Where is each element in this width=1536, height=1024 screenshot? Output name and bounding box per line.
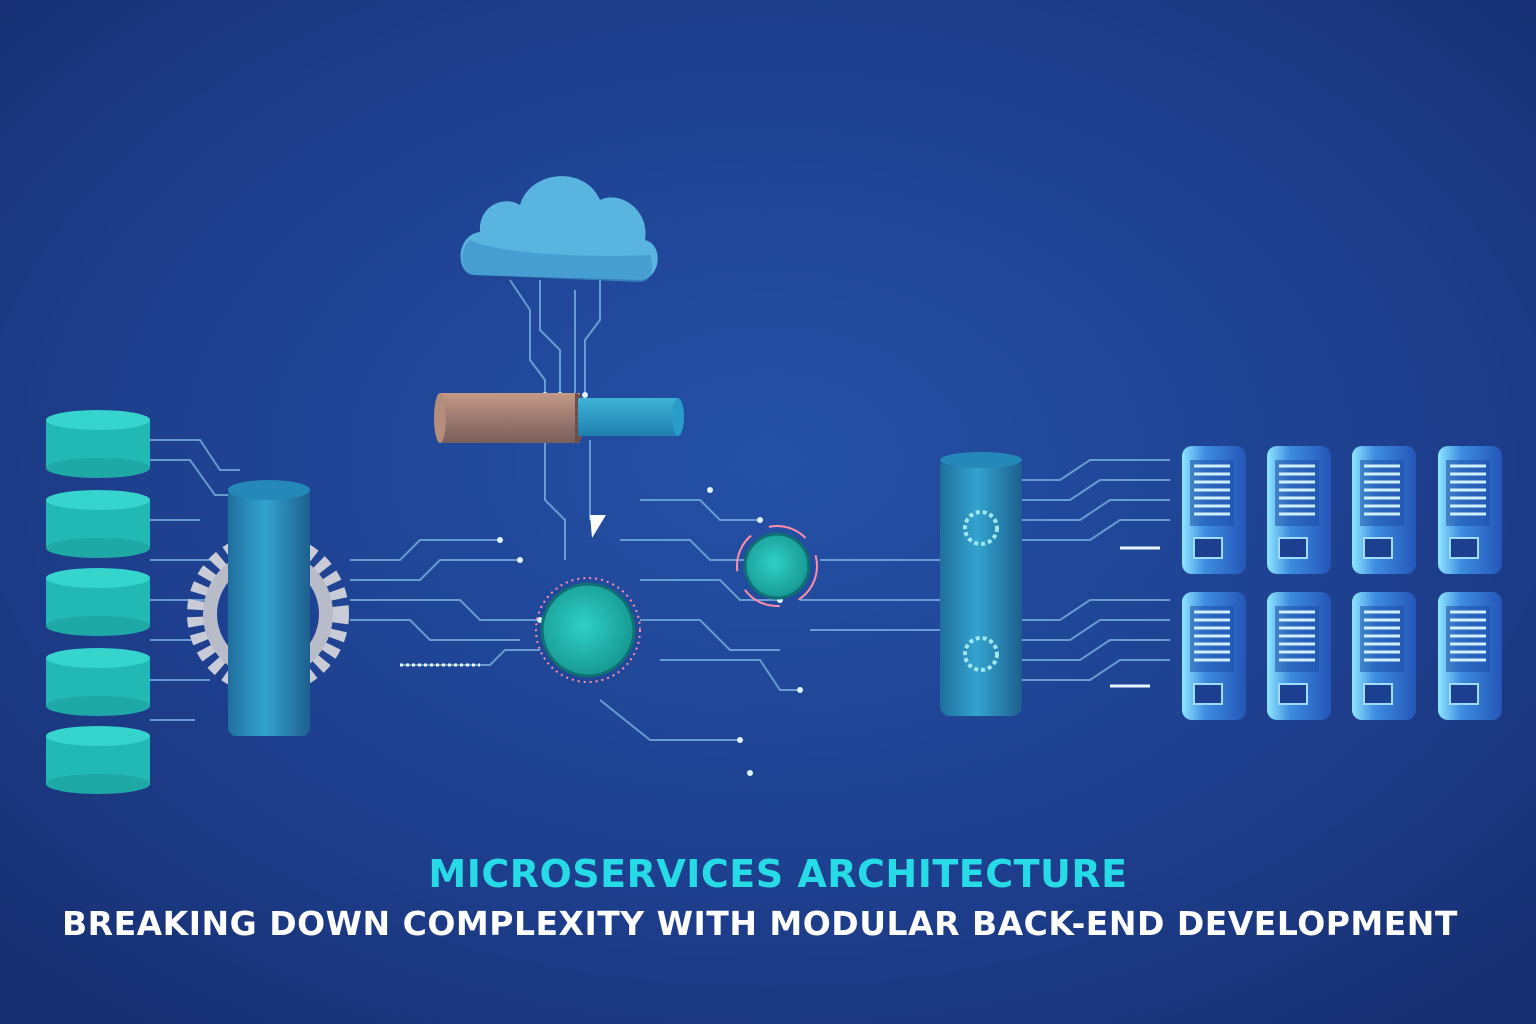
page-title: MICROSERVICES ARCHITECTURE bbox=[428, 852, 1128, 896]
database-icon bbox=[46, 410, 150, 794]
left-service-cylinder bbox=[228, 480, 310, 736]
right-service-cylinder bbox=[940, 452, 1022, 716]
dash-lines bbox=[400, 546, 1160, 688]
central-hub bbox=[535, 515, 818, 683]
pipe-icon bbox=[434, 393, 684, 443]
page-subtitle: BREAKING DOWN COMPLEXITY WITH MODULAR BA… bbox=[62, 904, 1458, 943]
circuit-trace-icon bbox=[150, 279, 1170, 741]
cloud-icon bbox=[460, 176, 658, 282]
